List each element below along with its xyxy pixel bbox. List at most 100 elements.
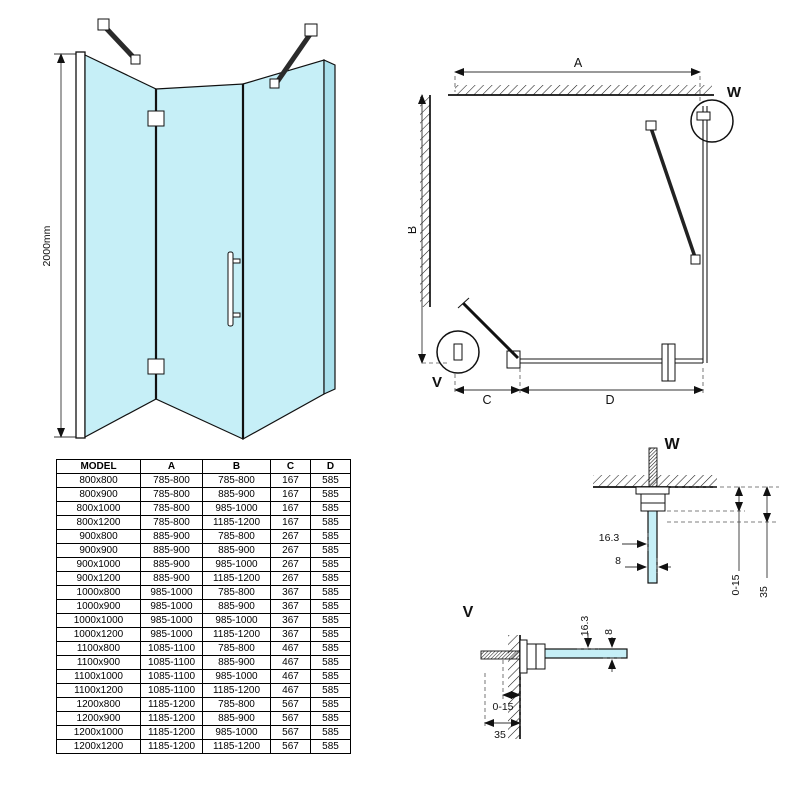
table-cell: 900x1000 bbox=[56, 557, 141, 572]
dim-thickness: 8 bbox=[603, 629, 623, 672]
table-cell: 585 bbox=[310, 739, 351, 754]
dim-depth: 35 bbox=[484, 719, 521, 741]
glass-edge-face bbox=[323, 59, 336, 395]
table-cell: 885-900 bbox=[202, 487, 271, 502]
table-cell: 985-1000 bbox=[140, 599, 203, 614]
table-cell: 885-900 bbox=[140, 529, 203, 544]
table-cell: 1200x1200 bbox=[56, 739, 141, 754]
support-bar-left bbox=[97, 18, 141, 65]
table-cell: 1085-1100 bbox=[140, 655, 203, 670]
table-cell: 985-1000 bbox=[202, 501, 271, 516]
table-cell: 1000x1000 bbox=[56, 613, 141, 628]
table-cell: 800x900 bbox=[56, 487, 141, 502]
table-cell: 267 bbox=[270, 557, 311, 572]
table-cell: 885-900 bbox=[140, 543, 203, 558]
table-cell: 1000x900 bbox=[56, 599, 141, 614]
table-cell: 1200x900 bbox=[56, 711, 141, 726]
table-cell: 585 bbox=[310, 613, 351, 628]
table-cell: 785-800 bbox=[140, 501, 203, 516]
adjustment-rod bbox=[648, 447, 658, 488]
table-cell: 585 bbox=[310, 515, 351, 530]
table-cell: 585 bbox=[310, 543, 351, 558]
table-cell: 985-1000 bbox=[202, 557, 271, 572]
table-cell: 985-1000 bbox=[202, 725, 271, 740]
detail-w-title: W bbox=[664, 436, 680, 453]
table-cell: 1085-1100 bbox=[140, 641, 203, 656]
plan-view: A B bbox=[408, 56, 742, 407]
door-open-plan bbox=[457, 297, 520, 360]
table-cell: 585 bbox=[310, 571, 351, 586]
dim-a-label: A bbox=[574, 56, 583, 70]
table-cell: 785-800 bbox=[202, 473, 271, 488]
table-cell: 1185-1200 bbox=[202, 571, 271, 586]
dim-depth: 35 bbox=[758, 486, 771, 598]
table-cell: 585 bbox=[310, 641, 351, 656]
table-cell: 367 bbox=[270, 599, 311, 614]
table-cell: 1100x800 bbox=[56, 641, 141, 656]
dim-thickness-label: 8 bbox=[603, 629, 615, 635]
table-cell: 885-900 bbox=[140, 557, 203, 572]
dim-adjust: 0-15 bbox=[492, 691, 521, 713]
table-cell: 585 bbox=[310, 557, 351, 572]
hinge-bottom bbox=[147, 358, 165, 375]
table-cell: 885-900 bbox=[202, 599, 271, 614]
table-cell: 885-900 bbox=[202, 711, 271, 726]
detail-w-ref-label: W bbox=[727, 84, 742, 101]
table-cell: 1185-1200 bbox=[140, 725, 203, 740]
dim-offset: 16.3 bbox=[599, 532, 649, 553]
dimension-a: A bbox=[454, 56, 701, 102]
support-bar-plan bbox=[645, 120, 701, 265]
table-cell: 785-800 bbox=[140, 515, 203, 530]
adjustment-rod bbox=[480, 650, 521, 660]
detail-v-ref-label: V bbox=[432, 374, 442, 391]
table-header-cell: B bbox=[202, 459, 271, 474]
table-cell: 1185-1200 bbox=[202, 739, 271, 754]
dim-b-label: B bbox=[408, 226, 419, 234]
table-cell: 785-800 bbox=[202, 585, 271, 600]
table-cell: 467 bbox=[270, 641, 311, 656]
wall-hatch-left bbox=[420, 95, 430, 307]
table-cell: 367 bbox=[270, 585, 311, 600]
table-cell: 800x800 bbox=[56, 473, 141, 488]
side-glass-right bbox=[242, 59, 325, 441]
table-header-cell: MODEL bbox=[56, 459, 141, 474]
dim-depth-label: 35 bbox=[494, 729, 506, 741]
table-cell: 585 bbox=[310, 501, 351, 516]
table-cell: 1200x800 bbox=[56, 697, 141, 712]
table-cell: 785-800 bbox=[202, 529, 271, 544]
table-cell: 1200x1000 bbox=[56, 725, 141, 740]
dim-offset: 16.3 bbox=[577, 616, 599, 650]
side-glass-plan-right bbox=[702, 106, 708, 363]
dim-c-label: C bbox=[482, 393, 491, 407]
detail-w-view: W 16.3 8 0-15 bbox=[593, 436, 779, 598]
table-cell: 800x1000 bbox=[56, 501, 141, 516]
table-header-cell: D bbox=[310, 459, 351, 474]
wall-hatch bbox=[508, 635, 520, 739]
table-cell: 585 bbox=[310, 655, 351, 670]
side-glass-left bbox=[84, 54, 157, 439]
table-cell: 585 bbox=[310, 487, 351, 502]
dim-adjust: 0-15 bbox=[730, 486, 743, 596]
detail-v-title: V bbox=[463, 604, 474, 621]
table-cell: 567 bbox=[270, 725, 311, 740]
table-cell: 585 bbox=[310, 697, 351, 712]
table-cell: 1185-1200 bbox=[140, 697, 203, 712]
table-header-cell: C bbox=[270, 459, 311, 474]
table-cell: 585 bbox=[310, 669, 351, 684]
table-cell: 985-1000 bbox=[202, 669, 271, 684]
table-cell: 785-800 bbox=[140, 487, 203, 502]
dimension-d: D bbox=[519, 368, 704, 407]
isometric-view: 2000mm bbox=[41, 18, 336, 441]
table-cell: 1185-1200 bbox=[140, 739, 203, 754]
table-cell: 1100x900 bbox=[56, 655, 141, 670]
